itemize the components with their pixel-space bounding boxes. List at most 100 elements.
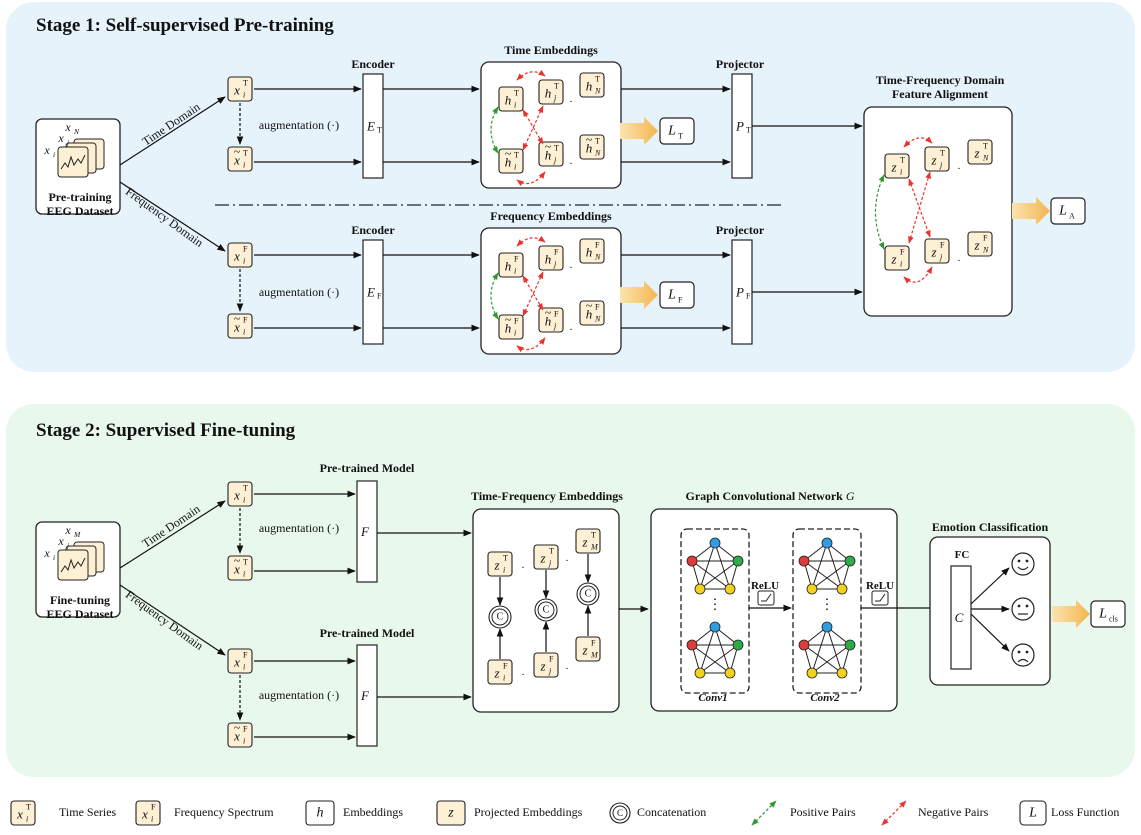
pretrained-model-box-1-symbol: F (360, 524, 370, 539)
svg-text:i: i (243, 160, 245, 169)
conv1-dashed-box (680, 528, 750, 694)
svg-text:E: E (366, 285, 375, 300)
align-dots2: . (958, 252, 961, 264)
legend-frequency-spectrum-icon (135, 800, 161, 826)
tf-dots3: . (522, 666, 525, 678)
svg-text:T: T (940, 149, 945, 158)
positive-emotion-icon-eye (1017, 559, 1021, 563)
svg-text:F: F (151, 803, 156, 812)
svg-text:z: z (493, 558, 499, 573)
augmentation-label-1: augmentation (·) (258, 118, 340, 132)
svg-text:i: i (514, 266, 516, 275)
conv2-graph-bottom-edge (826, 626, 843, 674)
negative-emotion-icon (1011, 643, 1035, 667)
legend-positive-arrow (751, 800, 777, 826)
x-freq-node-1 (227, 242, 253, 268)
legend-concat-letter: C (617, 808, 623, 818)
svg-text:N: N (73, 127, 80, 136)
conv1-ellipsis: ⋮ (708, 598, 722, 613)
svg-text:z: z (539, 551, 545, 566)
tf-z-t-j (533, 544, 559, 570)
svg-text:N: N (982, 245, 989, 254)
neutral-emotion-icon-eye (1025, 604, 1029, 608)
frequency-embeddings-panel-htN-symbol: h~FN (586, 299, 601, 323)
svg-text:N: N (982, 153, 989, 162)
svg-text:j: j (939, 252, 943, 261)
time-embeddings-label: Time Embeddings (504, 43, 598, 57)
fc-classifier-box-symbol: C (955, 610, 964, 625)
svg-text:E: E (366, 119, 375, 134)
loss-arrow-cls (1052, 600, 1090, 628)
svg-text:T: T (26, 803, 31, 812)
svg-text:~: ~ (505, 313, 511, 326)
time-embeddings-panel-neg-bottom (516, 171, 546, 187)
time-embeddings-panel-dots2: . (570, 155, 573, 167)
svg-text:x: x (233, 249, 240, 264)
loss-arrow-freq (620, 281, 658, 309)
legend-positive-pairs: Positive Pairs (790, 805, 856, 819)
svg-text:x: x (233, 655, 240, 670)
svg-text:F: F (549, 655, 554, 664)
svg-text:~: ~ (545, 306, 551, 319)
gcn-label: Graph Convolutional Network G (685, 489, 855, 503)
align-zN-f (967, 231, 993, 257)
svg-text:x: x (16, 807, 23, 822)
relu-label-1: ReLU (750, 580, 780, 592)
augmentation-label-4: augmentation (·) (258, 688, 340, 702)
svg-text:F: F (900, 248, 905, 257)
svg-text:T: T (514, 89, 519, 98)
stage2-title: Stage 2: Supervised Fine-tuning (36, 420, 296, 441)
fc-classifier-box (950, 565, 972, 670)
time-embeddings-panel-htN (579, 134, 605, 160)
x-time-aug-node-1-symbol: x~Ti (233, 145, 248, 169)
frequency-embeddings-panel-dots1: . (570, 259, 573, 271)
pretrained-model-box-2 (356, 644, 378, 747)
svg-text:F: F (678, 296, 683, 305)
align-zN-t (967, 139, 993, 165)
legend-loss-function: Loss Function (1051, 805, 1120, 819)
alignment-label: Time-Frequency Domain Feature Alignment (875, 73, 1005, 101)
align-zi-t (884, 153, 910, 179)
pretrained-model-label-2: Pre-trained Model (319, 626, 415, 640)
svg-text:L: L (1098, 607, 1107, 622)
time-embeddings-panel-htN-symbol: h~TN (586, 133, 601, 157)
svg-text:cls: cls (1109, 615, 1118, 624)
conv2-graph-bottom-node (821, 621, 833, 633)
svg-text:x: x (64, 523, 71, 537)
legend-embeddings-symbol: h (317, 806, 324, 821)
x-time-aug-node-1 (227, 146, 253, 172)
svg-text:M: M (590, 650, 599, 659)
svg-text:F: F (595, 241, 600, 250)
align-neg-cross2 (908, 178, 931, 238)
svg-text:j: j (66, 541, 69, 550)
legend-concat-icon-inner (612, 805, 628, 821)
svg-text:~: ~ (586, 133, 592, 146)
tf-dots1: . (522, 559, 525, 571)
svg-text:P: P (735, 119, 744, 134)
tf-dots4: . (566, 660, 569, 672)
align-neg-bottom (903, 266, 933, 284)
conv2-graph-top-node (836, 583, 848, 595)
relu-icon-1-curve (761, 593, 772, 602)
frequency-embeddings-panel-dots2: . (570, 321, 573, 333)
align-neg-top (903, 136, 933, 148)
gcn-symbol: G (845, 489, 855, 503)
tf-z-f-M (575, 636, 601, 662)
svg-text:h: h (545, 252, 552, 267)
svg-text:~: ~ (505, 147, 511, 160)
svg-text:i: i (514, 100, 516, 109)
legend-negative-arrow (881, 800, 907, 826)
conv2-graph-bottom-node (844, 639, 856, 651)
svg-text:T: T (514, 151, 519, 160)
conv1-graph-top-node (732, 555, 744, 567)
svg-text:i: i (243, 495, 245, 504)
svg-text:T: T (595, 137, 600, 146)
frequency-embeddings-panel-neg-bottom (516, 337, 546, 353)
